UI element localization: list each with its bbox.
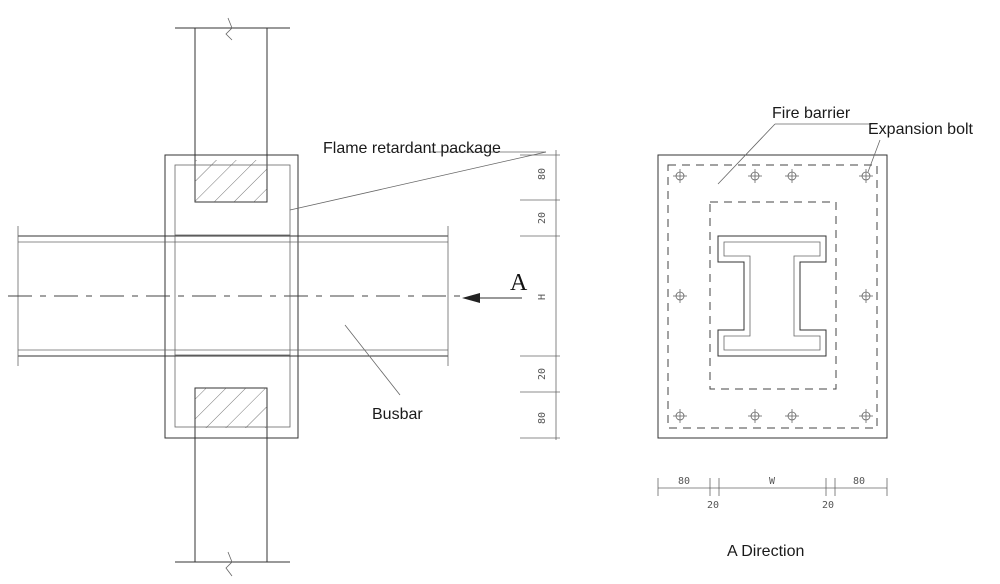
busbar-leader bbox=[344, 324, 401, 396]
lower-break-mark bbox=[225, 551, 233, 577]
lower-wall-cover bbox=[195, 388, 267, 428]
dim-width: W bbox=[769, 476, 776, 487]
busbar-cross-section bbox=[717, 235, 827, 357]
horizontal-dimension-chain: 80 20 W 20 80 bbox=[657, 476, 888, 511]
dim-bottom-80: 80 bbox=[537, 412, 548, 424]
busbar-cross-section-inner bbox=[723, 241, 821, 351]
dim-right-20: 20 bbox=[822, 500, 834, 511]
busbar-label: Busbar bbox=[372, 406, 423, 423]
bolt bbox=[859, 409, 873, 423]
flame-leader bbox=[289, 151, 547, 211]
bolt bbox=[859, 289, 873, 303]
upper-wall-cover bbox=[195, 160, 267, 202]
dim-right-80: 80 bbox=[853, 476, 865, 487]
section-letter: A bbox=[510, 270, 528, 296]
flame-retardant-label: Flame retardant package bbox=[323, 140, 501, 157]
a-direction-caption: A Direction bbox=[727, 543, 804, 560]
busbar-opening bbox=[709, 201, 837, 390]
bolt bbox=[785, 409, 799, 423]
dim-left-20: 20 bbox=[707, 500, 719, 511]
expansion-bolt-label: Expansion bolt bbox=[868, 121, 974, 138]
bolt bbox=[859, 169, 873, 183]
dim-top-80: 80 bbox=[537, 168, 548, 180]
dim-height: H bbox=[537, 294, 548, 300]
bolt bbox=[748, 169, 762, 183]
bolt bbox=[673, 169, 687, 183]
dim-top-20: 20 bbox=[537, 212, 548, 224]
a-direction-view: Fire barrier Expansion bolt 80 20 W 20 8… bbox=[657, 105, 974, 560]
fire-barrier-label: Fire barrier bbox=[772, 105, 851, 122]
bolt bbox=[785, 169, 799, 183]
bolt bbox=[673, 289, 687, 303]
fire-barrier-leader bbox=[717, 123, 776, 185]
vertical-dimension-chain: 80 20 H 20 80 bbox=[520, 150, 560, 440]
expansion-bolt-leader bbox=[867, 139, 881, 173]
bolt bbox=[748, 409, 762, 423]
bolt bbox=[673, 409, 687, 423]
upper-break-mark bbox=[225, 17, 233, 41]
plate-inner-dashed bbox=[667, 164, 878, 429]
dim-bottom-20: 20 bbox=[537, 368, 548, 380]
section-arrow-head bbox=[462, 293, 480, 303]
fire-barrier-plate bbox=[657, 154, 888, 439]
expansion-bolts bbox=[673, 169, 873, 423]
side-section-view: A Flame retardant package Busbar 80 20 H… bbox=[8, 17, 560, 577]
dim-left-80: 80 bbox=[678, 476, 690, 487]
